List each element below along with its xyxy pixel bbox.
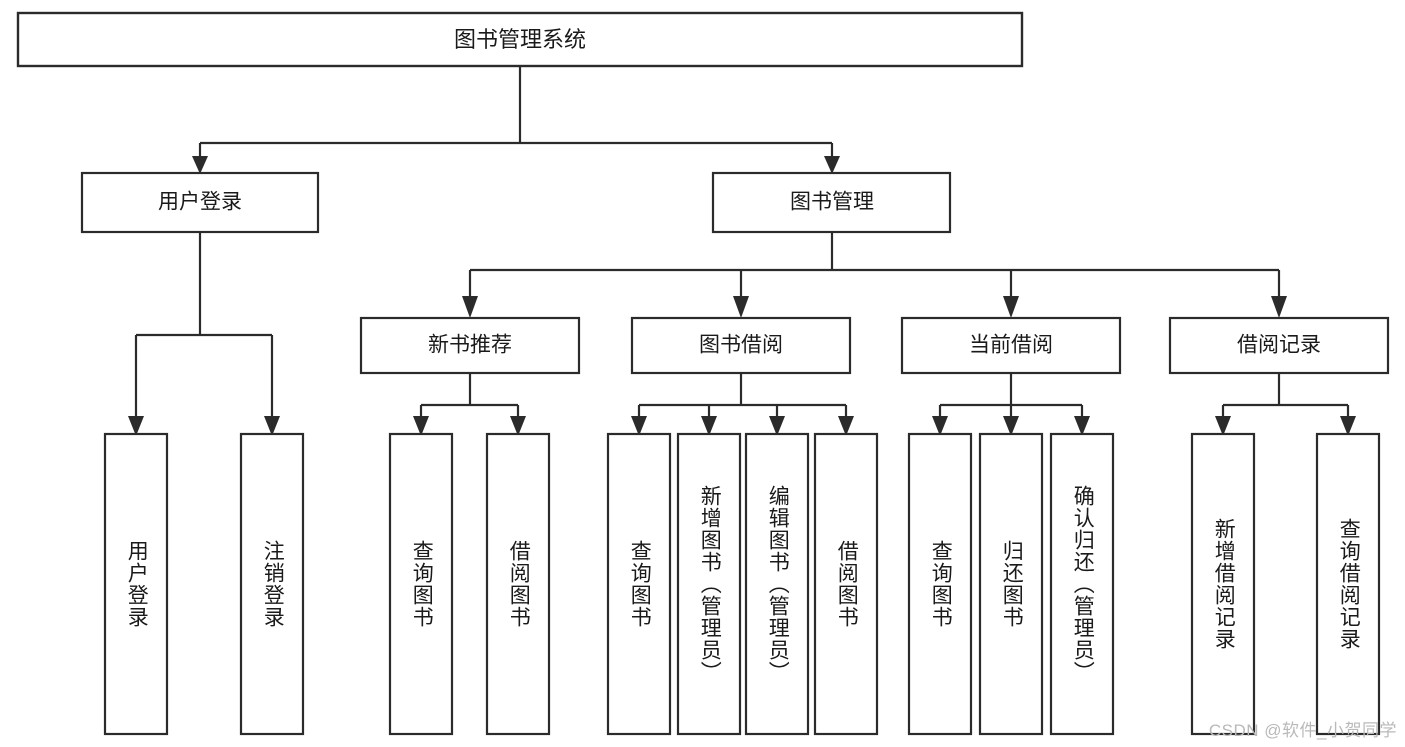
node-leaf-return-book[interactable] [978,432,1044,736]
node-leaf-user-logout[interactable] [239,432,305,736]
connector-layer [128,65,1356,436]
node-current-borrow-label: 当前借阅 [969,334,1053,357]
arrow-head-leaf-borrow-book-1 [510,416,526,436]
node-leaf-confirm-return[interactable] [1049,432,1115,736]
node-new-book-recommend-label: 新书推荐 [428,334,512,357]
node-root[interactable]: 图书管理系统 [16,11,1024,68]
csdn-watermark: CSDN @软件_小贺同学 [1208,721,1397,740]
node-new-book-recommend[interactable]: 新书推荐 [359,316,581,375]
node-leaf-query-book-1[interactable] [388,432,454,736]
node-book-management[interactable]: 图书管理 [711,171,952,234]
arrow-head-leaf-return-book [1003,416,1019,436]
arrow-head-leaf-add-book [701,416,717,436]
node-root-label: 图书管理系统 [454,27,586,52]
arrow-head-book-borrow [733,296,749,318]
node-book-borrow-label: 图书借阅 [699,334,783,357]
node-leaf-query-book-2[interactable] [606,432,672,736]
arrow-head-leaf-user-logout [264,416,280,436]
arrow-head-leaf-query-record [1340,416,1356,436]
node-user-login-label: 用户登录 [158,191,242,214]
arrow-head-leaf-query-book-2 [631,416,647,436]
arrow-head-leaf-user-login [128,416,144,436]
arrow-head-borrow-record [1271,296,1287,318]
arrow-head-leaf-borrow-book-2 [838,416,854,436]
arrow-head-new-book-recommend [462,296,478,318]
node-book-management-label: 图书管理 [790,191,874,214]
arrow-head-leaf-add-record [1215,416,1231,436]
node-leaf-user-login[interactable] [103,432,169,736]
arrow-head-current-borrow [1003,296,1019,318]
node-book-borrow[interactable]: 图书借阅 [630,316,852,375]
node-leaf-add-book[interactable] [676,432,742,736]
node-leaf-query-record[interactable] [1315,432,1381,736]
node-leaf-edit-book[interactable] [744,432,810,736]
node-layer: 图书管理系统 用户登录 图书管理 新书推荐 图书借阅 当前 [16,11,1390,736]
node-current-borrow[interactable]: 当前借阅 [900,316,1122,375]
arrow-head-book-management [824,156,840,174]
node-borrow-record[interactable]: 借阅记录 [1168,316,1390,375]
node-leaf-query-book-3[interactable] [907,432,973,736]
arrow-head-leaf-query-book-3 [932,416,948,436]
node-borrow-record-label: 借阅记录 [1237,334,1321,357]
arrow-head-leaf-query-book-1 [413,416,429,436]
arrow-head-leaf-confirm-return [1074,416,1090,436]
node-leaf-add-record[interactable] [1190,432,1256,736]
node-leaf-borrow-book-2[interactable] [813,432,879,736]
node-user-login[interactable]: 用户登录 [80,171,320,234]
arrow-head-leaf-edit-book [769,416,785,436]
arrow-head-user-login [192,156,208,174]
node-leaf-borrow-book-1[interactable] [485,432,551,736]
